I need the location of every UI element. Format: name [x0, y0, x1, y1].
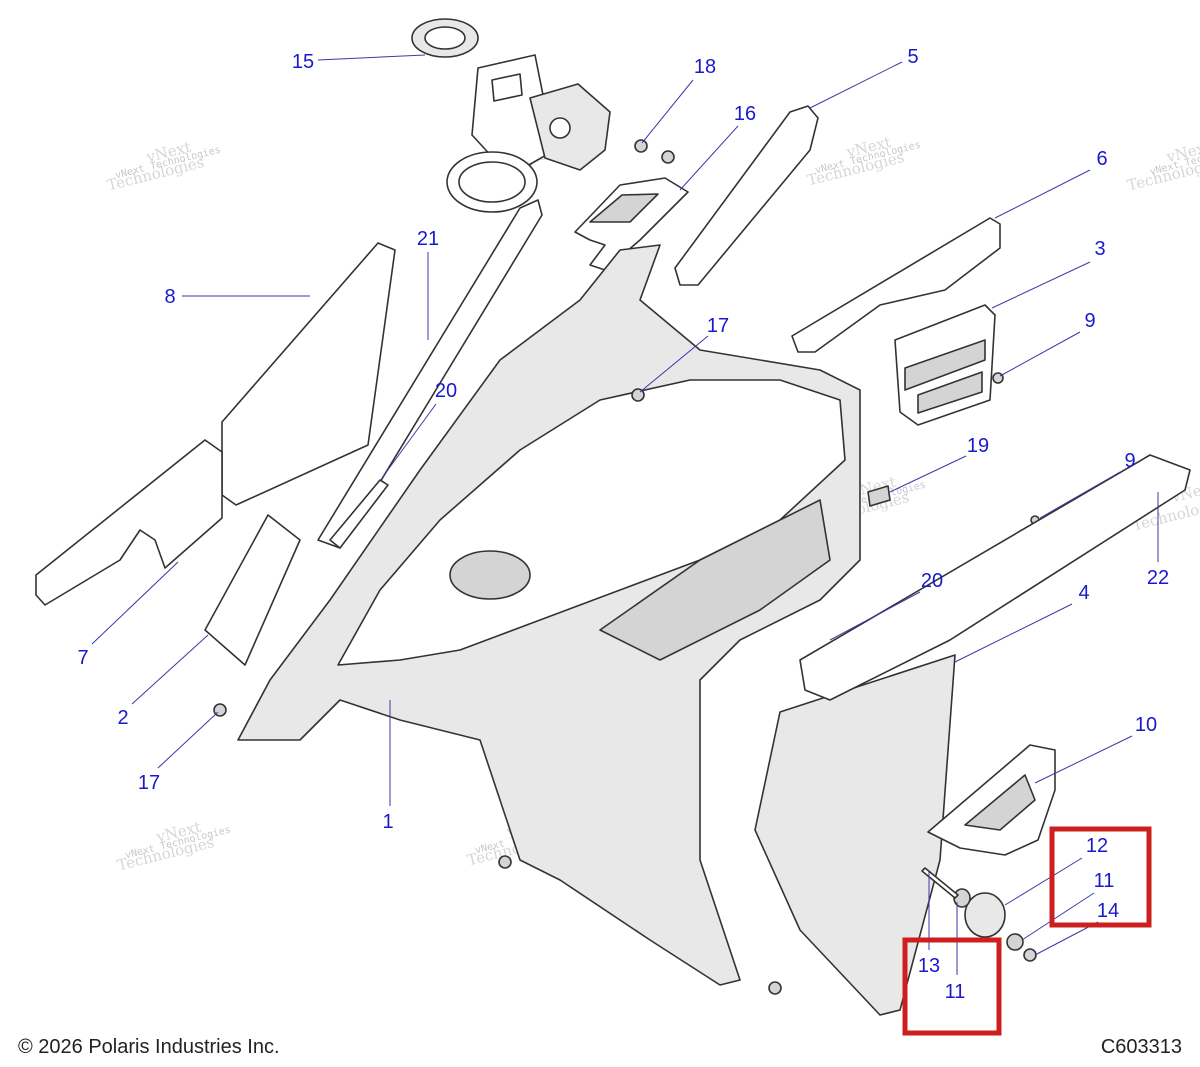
- watermark: vNext Technologies vNext Technologies: [105, 138, 222, 195]
- part-vent: [894, 304, 996, 426]
- part-grommet-ring: [411, 18, 479, 58]
- part-upper-bracket: [446, 54, 611, 213]
- callout-label: 22: [1147, 567, 1169, 589]
- callout-label: 3: [1094, 238, 1105, 260]
- part-lower-pad: [35, 439, 223, 606]
- part-body-opening: [599, 499, 831, 661]
- part-push-rivet: [498, 855, 512, 869]
- part-bolt: [921, 867, 959, 899]
- callout-label: 11: [1094, 870, 1115, 892]
- part-strip: [329, 479, 389, 549]
- callout-label: 6: [1096, 148, 1107, 170]
- callout-label: 15: [292, 51, 314, 73]
- leader-line: [91, 561, 179, 645]
- part-lock-nut: [1023, 948, 1037, 962]
- watermark: vNext Technologies vNext Technologies: [115, 818, 232, 875]
- leader-line: [809, 61, 903, 109]
- callout-label: 5: [907, 46, 918, 68]
- leader-line: [994, 169, 1091, 219]
- callout-label: 17: [138, 772, 160, 794]
- callout-label: 9: [1124, 450, 1135, 472]
- figure-id: C603313: [1100, 1036, 1182, 1058]
- copyright-text: © 2026 Polaris Industries Inc.: [18, 1036, 280, 1058]
- leader-line: [889, 455, 967, 493]
- part-right-panel: [754, 654, 956, 1016]
- leader-line: [679, 125, 739, 191]
- part-lower-panel: [204, 514, 301, 666]
- highlight-layer: [902, 826, 1152, 1036]
- callout-label: 11: [945, 981, 966, 1003]
- part-spacer: [1006, 933, 1024, 951]
- callout-label: 12: [1086, 835, 1108, 857]
- part-right-strip: [799, 454, 1191, 701]
- part-push-rivet: [631, 388, 645, 402]
- part-bushing: [964, 892, 1006, 938]
- callout-label: 20: [435, 380, 457, 402]
- part-long-rod: [317, 199, 543, 549]
- callout-label: 18: [694, 56, 716, 78]
- watermark: vNext Technologies vNext Technologies: [805, 133, 922, 190]
- part-mounting-plate-window: [589, 193, 659, 223]
- leader-line: [999, 331, 1081, 377]
- part-trim-side: [791, 217, 1001, 353]
- callout-label: 16: [734, 103, 756, 125]
- leader-line: [157, 711, 219, 769]
- leader-line: [317, 54, 426, 61]
- leader-line: [991, 261, 1091, 309]
- part-push-rivet: [768, 981, 782, 995]
- callout-label: 21: [417, 228, 439, 250]
- leader-lines: [91, 54, 1159, 975]
- leader-line: [954, 603, 1073, 663]
- callout-label: 10: [1135, 714, 1157, 736]
- callout-label: 4: [1078, 582, 1089, 604]
- leader-line: [1039, 471, 1121, 519]
- part-screw: [634, 139, 675, 164]
- callout-label: 7: [77, 647, 88, 669]
- callout-label: 19: [967, 435, 989, 457]
- part-nut: [992, 372, 1004, 384]
- watermark: vNext Technologies vNext Technologies: [1125, 138, 1200, 195]
- callout-label: 13: [918, 955, 940, 977]
- leader-line: [131, 634, 209, 705]
- leader-line: [1021, 892, 1095, 941]
- leader-line: [639, 335, 709, 393]
- leader-line: [381, 403, 437, 479]
- leader-line: [1004, 857, 1083, 906]
- callout-label: 2: [117, 707, 128, 729]
- part-trim-upper: [674, 105, 819, 286]
- highlight-box: [1049, 826, 1152, 928]
- part-clip: [867, 485, 891, 507]
- part-spacer: [953, 888, 971, 908]
- leader-line: [1034, 735, 1133, 784]
- callout-label: 8: [164, 286, 175, 308]
- parts-layer: [35, 18, 1191, 1016]
- callout-label: 1: [382, 811, 393, 833]
- callout-label: 17: [707, 315, 729, 337]
- leader-line: [641, 79, 694, 144]
- callout-label: 14: [1097, 900, 1119, 922]
- part-bracket: [927, 744, 1056, 856]
- highlight-box: [902, 937, 1002, 1036]
- leader-line: [829, 591, 921, 641]
- part-cupholder: [449, 550, 531, 600]
- callout-label: 9: [1084, 310, 1095, 332]
- callout-layer: 15 18 16 5 6 21 8 3 17 9 20 19 9 22 7 20…: [77, 46, 1169, 1003]
- callout-label: 20: [921, 570, 943, 592]
